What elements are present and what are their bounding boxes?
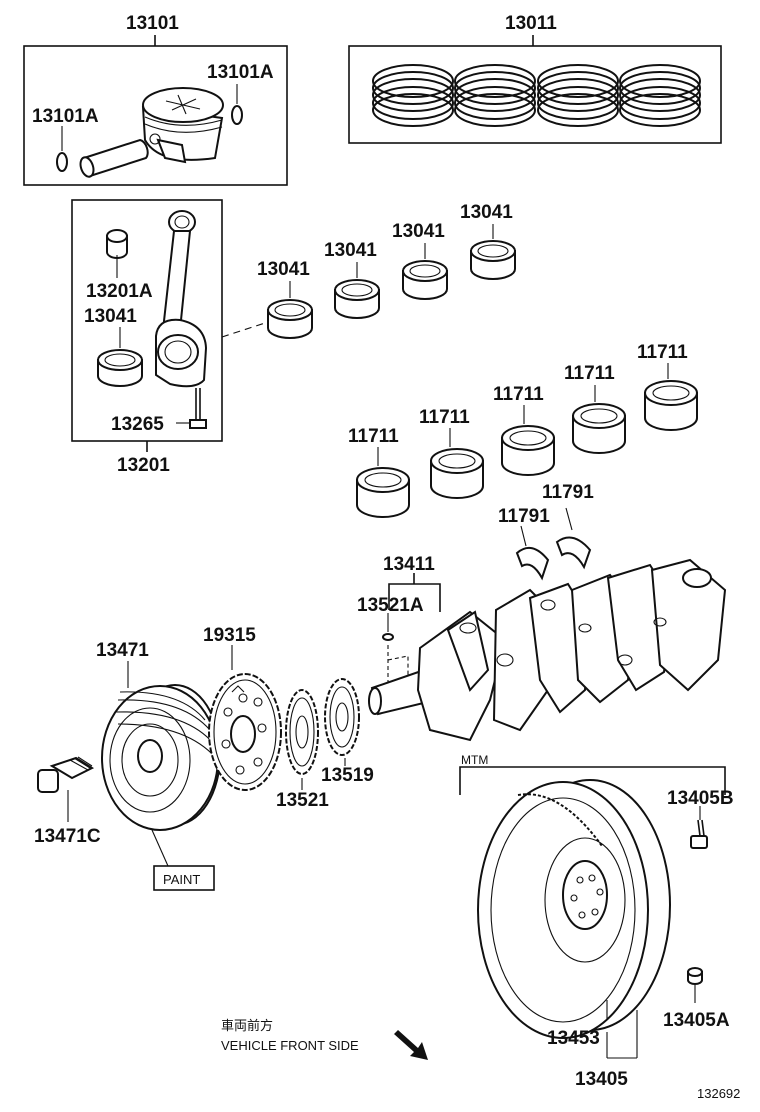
pulley-group: PAINT 13471 13471C [34,640,221,891]
piston-ring-group: 13011 [348,13,722,144]
rod-bearing-3-icon [402,260,448,300]
flywheel-group: MTM 134 [459,753,734,1090]
label-rod-bearing-3: 13041 [392,221,445,242]
connecting-rod-icon [155,210,208,388]
label-pulley-bolt: 13471C [34,826,101,847]
label-flywheel-pin: 13405A [663,1010,730,1031]
piston-pin-icon [79,138,149,178]
crank-key-icon [382,633,394,641]
rod-bolt-icon [189,388,207,429]
label-thrust-washer-2: 11791 [542,482,594,503]
timing-rotor-group: 19315 [203,625,282,791]
sprockets-group: 13521 13519 [276,678,374,811]
pulley-bolt-icon [37,756,95,793]
rod-bearing-row: 13041 13041 13041 13041 [257,202,516,339]
main-bearing-3-icon [501,425,555,476]
flywheel-pin-icon [687,967,703,985]
crankshaft-group: 13411 13521A [357,554,727,742]
rod-bearing-1-icon [267,299,313,339]
label-ring-gear: 13453 [547,1028,600,1049]
label-main-bearing-3: 11711 [493,384,544,405]
label-snap-ring-right: 13101A [207,62,274,83]
label-rod-bolt: 13265 [111,414,164,435]
label-main-bearing-1: 11711 [348,426,399,447]
figure-id: 132692 [697,1086,740,1101]
thrust-washer-2-icon [555,536,592,570]
snap-ring-right-icon [231,105,243,125]
label-flywheel-bolt: 13405B [667,788,734,809]
timing-rotor-icon [208,673,282,791]
rod-bearing-2-icon [334,279,380,319]
sprocket-2-icon [324,678,360,756]
label-snap-ring-left: 13101A [32,106,99,127]
label-ring-set: 13011 [505,13,557,34]
main-bearing-5-icon [644,380,698,431]
thrust-washers: 11791 11791 [498,482,594,581]
label-sprocket-2: 13519 [321,765,374,786]
label-rod-assembly: 13201 [117,455,170,476]
main-bearing-1-icon [356,467,410,518]
front-arrow-icon [392,1030,428,1060]
label-flywheel: 13405 [575,1069,628,1090]
bushing-icon [106,229,128,259]
label-piston-set: 13101 [126,13,179,34]
label-timing-rotor: 19315 [203,625,256,646]
label-main-bearing-2: 11711 [419,407,470,428]
label-bushing: 13201A [86,281,153,302]
rod-bearing-in-box-icon [97,349,143,387]
piston-group: 13101 13101A 13101A [23,13,288,186]
label-rod-bearing-4: 13041 [460,202,513,223]
main-bearing-4-icon [572,403,626,454]
front-note: 車両前方 VEHICLE FRONT SIDE [221,1018,428,1060]
main-bearing-2-icon [430,448,484,499]
ring-set-icon [372,64,701,127]
label-main-bearing-5: 11711 [637,342,688,363]
label-thrust-washer-1: 11791 [498,506,550,527]
paint-note: PAINT [163,872,200,887]
sprocket-1-icon [285,689,319,775]
label-crankshaft: 13411 [383,554,435,575]
crankshaft-icon [368,558,727,742]
rod-bearing-4-icon [470,240,516,280]
flywheel-bolt-icon [690,819,708,849]
label-pulley: 13471 [96,640,149,661]
front-note-jp: 車両前方 [221,1018,273,1033]
mtm-note: MTM [461,753,488,767]
label-rod-bearing-2: 13041 [324,240,377,261]
label-sprocket-1: 13521 [276,790,329,811]
thrust-washer-1-icon [515,546,550,581]
flywheel-icon [477,779,671,1039]
front-note-en: VEHICLE FRONT SIDE [221,1038,359,1053]
connecting-rod-group: 13201A 13041 13265 13201 [71,199,223,476]
label-main-bearing-4: 11711 [564,363,615,384]
crank-pulley-icon [101,684,221,831]
label-rod-bearing-1: 13041 [257,259,310,280]
label-key: 13521A [357,595,424,616]
label-rod-bearing-in-box: 13041 [84,306,137,327]
main-bearing-row: 11711 11711 11711 11711 11711 [348,342,698,518]
piston-icon [141,87,224,164]
snap-ring-left-icon [56,152,68,172]
